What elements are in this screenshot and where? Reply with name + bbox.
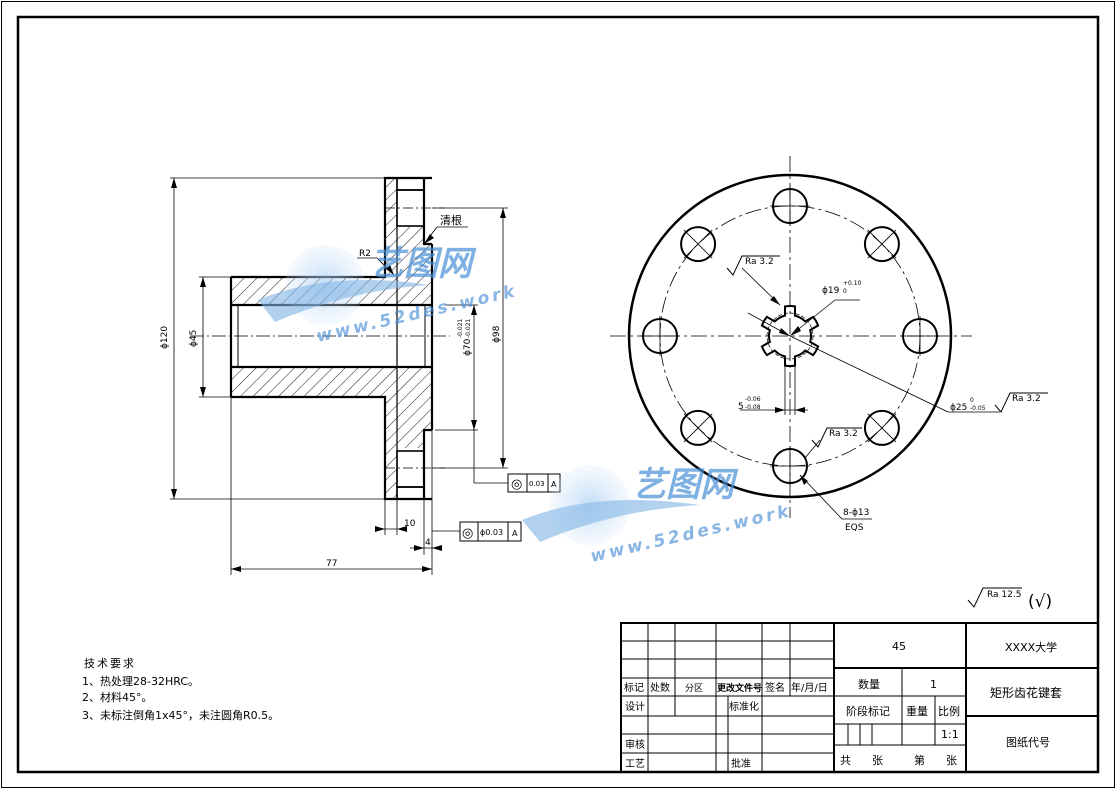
- flange-outer-circle: [627, 173, 953, 499]
- tb-qty-label: 数量: [858, 678, 880, 691]
- fcf2-symbol: ◎: [462, 526, 473, 541]
- weld-root-note: 清根: [440, 213, 462, 227]
- tb-rev-header-sign: 签名: [765, 681, 785, 694]
- tb-sheets-total-label: 共: [840, 754, 851, 767]
- front-view-annotations: [740, 267, 1000, 520]
- minor-diameter: ϕ25: [950, 403, 967, 413]
- roughness-bottom-label: Ra 3.2: [829, 429, 858, 439]
- tb-sheets-unit-1: 张: [872, 754, 883, 767]
- tb-qty: 1: [930, 678, 937, 691]
- feature-control-frame-2: ◎ ϕ0.03 A: [459, 521, 522, 542]
- roughness-symbols: [726, 255, 1048, 608]
- tb-weight-label: 重量: [906, 704, 928, 718]
- tb-school: XXXX大学: [1005, 640, 1057, 654]
- bolt-hole-center-mark: [683, 229, 713, 259]
- watermark-brand-1: 艺图网: [370, 244, 477, 284]
- tb-drawing-no-label: 图纸代号: [1006, 736, 1050, 749]
- roughness-right-label: Ra 3.2: [1012, 394, 1041, 404]
- side-view-arrowheads: [171, 178, 506, 572]
- spline-profile: [760, 305, 820, 367]
- technical-requirements: 技术要求 1、热处理28-32HRC。 2、材料45°。 3、未标注倒角1x45…: [82, 657, 279, 722]
- drawing-frame: [16, 15, 1100, 774]
- dim-fillet-radius: R2: [359, 249, 371, 259]
- dim-step-length: 4: [425, 538, 431, 548]
- roughness-top-label: Ra 3.2: [745, 257, 774, 267]
- dim-pilot-tol-upper: -0.021: [457, 318, 464, 338]
- tb-design-label: 设计: [625, 700, 645, 713]
- tb-sheets-unit-2: 张: [946, 754, 957, 767]
- tb-rev-header-date: 年/月/日: [791, 681, 828, 694]
- tech-req-item-2: 2、材料45°。: [82, 690, 153, 704]
- tb-rev-header-count: 处数: [650, 681, 670, 694]
- fcf1-value: 0.03: [529, 480, 545, 488]
- tech-req-item-3: 3、未标注倒角1x45°，未注圆角R0.5。: [82, 708, 279, 722]
- tb-approve-label: 批准: [731, 757, 751, 770]
- front-view: [610, 156, 972, 518]
- general-roughness-note: (√): [1028, 592, 1052, 612]
- fcf2-value: ϕ0.03: [480, 528, 503, 537]
- tb-process-label: 工艺: [625, 758, 645, 770]
- tb-material: 45: [892, 640, 906, 653]
- bolt-hole-center-mark: [683, 413, 713, 443]
- minor-diameter-tol-lower: -0.05: [970, 405, 986, 412]
- tb-scale-label: 比例: [938, 704, 960, 718]
- bolt-holes-callout: 8-ϕ13: [843, 508, 869, 518]
- fcf1-datum: A: [551, 480, 557, 489]
- tb-scale: 1:1: [941, 728, 959, 741]
- dim-bolt-circle-diameter: ϕ98: [492, 325, 502, 343]
- tb-stage-label: 阶段标记: [846, 704, 890, 718]
- tb-sheet-num-label: 第: [914, 753, 925, 767]
- fcf2-datum: A: [512, 529, 518, 538]
- bolt-hole-center-mark: [867, 413, 897, 443]
- tech-req-title: 技术要求: [84, 657, 136, 670]
- watermark-logo-2: [522, 465, 700, 545]
- bolt-hole: [680, 409, 717, 446]
- watermark-logo-1: [258, 245, 430, 325]
- minor-diameter-tol-upper: 0: [970, 397, 974, 404]
- bolt-hole: [863, 409, 900, 446]
- tb-rev-header-doc: 更改文件号: [717, 682, 762, 694]
- general-roughness-value: Ra 12.5: [987, 590, 1021, 600]
- tb-rev-header-mark: 标记: [624, 682, 644, 694]
- key-width: 5: [738, 402, 744, 412]
- side-section-view: [190, 176, 450, 501]
- key-width-tol-lower: -0.08: [745, 404, 761, 411]
- tb-rev-header-zone: 分区: [685, 683, 703, 694]
- spline-diameter-tol-upper: +0.10: [843, 280, 862, 287]
- watermark-brand-2: 艺图网: [632, 465, 739, 505]
- bolt-hole: [680, 226, 717, 263]
- dim-bore-diameter: ϕ45: [189, 330, 199, 347]
- fcf1-symbol: ◎: [511, 477, 522, 492]
- bolt-hole-center-mark: [867, 229, 897, 259]
- dim-pilot-diameter: ϕ70: [463, 338, 473, 356]
- key-width-tol-upper: -0.06: [745, 396, 761, 403]
- feature-control-frame-1: ◎ 0.03 A: [507, 473, 561, 493]
- dim-total-length: 77: [326, 559, 337, 569]
- bolt-holes: [640, 186, 940, 486]
- tb-standard-label: 标准化: [729, 700, 759, 713]
- tech-req-item-1: 1、热处理28-32HRC。: [82, 675, 199, 688]
- bolt-hole: [863, 226, 900, 263]
- dim-flange-thickness: 10: [404, 519, 416, 529]
- spline-diameter: ϕ19: [822, 286, 840, 296]
- title-block: [620, 622, 1099, 773]
- front-view-arrowheads: [770, 296, 808, 485]
- tb-check-label: 审核: [625, 738, 645, 751]
- bolt-holes-eqs: EQS: [845, 523, 864, 533]
- spline-diameter-tol-lower: 0: [843, 288, 847, 295]
- tb-part-name: 矩形齿花键套: [990, 685, 1062, 700]
- lower-section-hatch: [231, 367, 432, 499]
- dim-outer-diameter: ϕ120: [160, 326, 170, 349]
- dim-pilot-tol-lower: -0.021: [465, 318, 472, 338]
